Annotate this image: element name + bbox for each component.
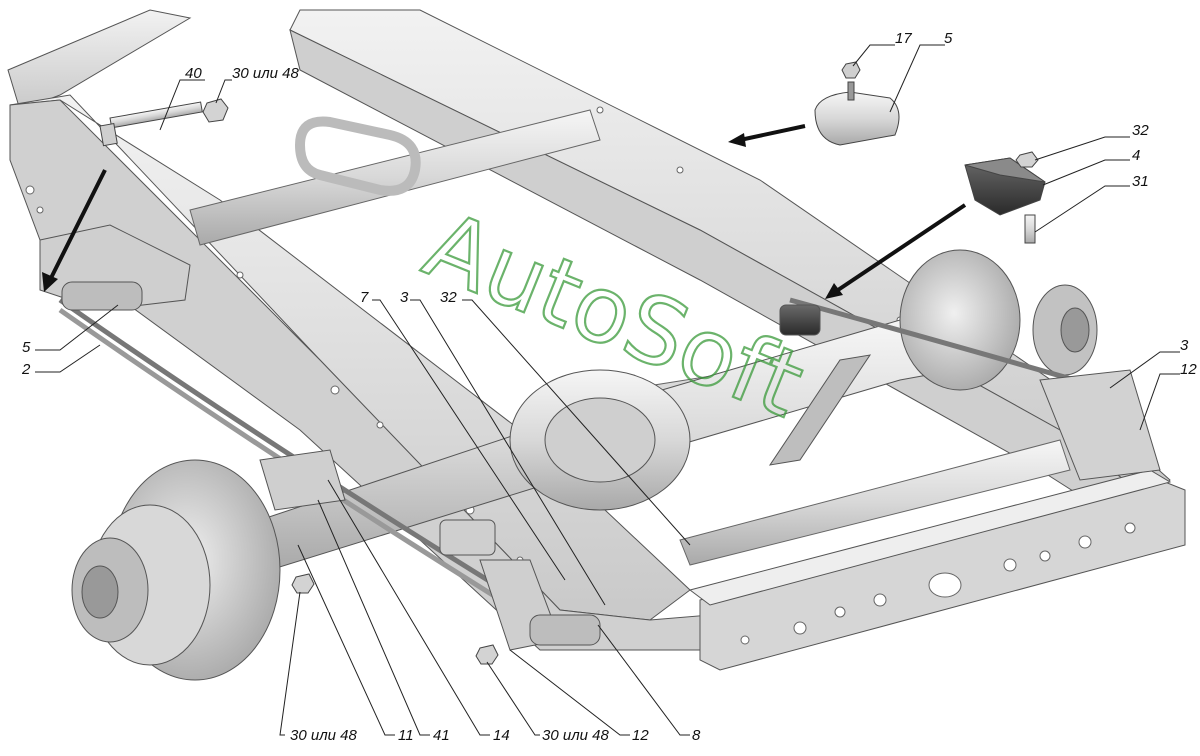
callout-11: 11 [398, 727, 414, 744]
callout-30-bottom-left: 30 или 48 [290, 727, 358, 744]
callout-3-right: 3 [1180, 337, 1189, 354]
callout-5-left: 5 [22, 339, 31, 356]
callout-3-mid: 3 [400, 289, 409, 306]
cross-tube-rear [679, 439, 1071, 566]
towing-eye [294, 116, 421, 196]
callout-14: 14 [493, 727, 510, 744]
callout-8: 8 [692, 727, 701, 744]
frame-rail-upper-left [7, 9, 192, 111]
callout-17: 17 [895, 30, 912, 47]
bolt-31 [1024, 214, 1036, 244]
bolt-40-head [99, 122, 118, 147]
callout-32-mid: 32 [440, 289, 457, 306]
shock-absorber [768, 354, 872, 466]
shackle-bushing [529, 614, 601, 646]
callout-32-right: 32 [1132, 122, 1149, 139]
nut-30-bottom-mid [475, 644, 499, 665]
callout-41: 41 [433, 727, 450, 744]
assembly-arrows [42, 124, 967, 299]
rubber-bumper-5-top [814, 91, 900, 146]
shackle-right [1039, 369, 1161, 481]
spring-clamp-plate [259, 449, 346, 511]
rear-axle [71, 249, 1098, 681]
frame-rear-crossmember-top [688, 469, 1172, 606]
callout-30-top: 30 или 48 [232, 65, 300, 82]
callout-4: 4 [1132, 147, 1140, 164]
nut-30-top [202, 98, 229, 123]
leaf-springs [58, 297, 1111, 615]
callout-5-top: 5 [944, 30, 953, 47]
callout-2: 2 [21, 361, 31, 378]
bolt-40-shank [109, 101, 203, 129]
callout-labels: 17 5 40 30 или 48 32 4 31 5 2 7 3 32 3 1… [21, 30, 1197, 744]
nut-30-bottom-left [291, 573, 315, 594]
callout-30-bottom-mid: 30 или 48 [542, 727, 610, 744]
cross-tube-front [189, 109, 601, 246]
brake-drum-right [899, 249, 1021, 391]
callout-12-bottom: 12 [632, 727, 649, 744]
nut-32-right [1015, 151, 1039, 168]
brackets [39, 224, 1161, 651]
nut-17 [841, 61, 861, 79]
bumper-stud [847, 81, 855, 101]
callout-12-right: 12 [1180, 361, 1197, 378]
callout-40: 40 [185, 65, 202, 82]
leader-lines [35, 44, 1180, 736]
bump-stop-right [779, 304, 821, 336]
rubber-bushing-left [61, 281, 143, 311]
exploded-parts [99, 61, 1046, 665]
callout-7: 7 [360, 289, 369, 306]
callout-31: 31 [1132, 173, 1149, 190]
bump-stop-left [439, 519, 496, 556]
